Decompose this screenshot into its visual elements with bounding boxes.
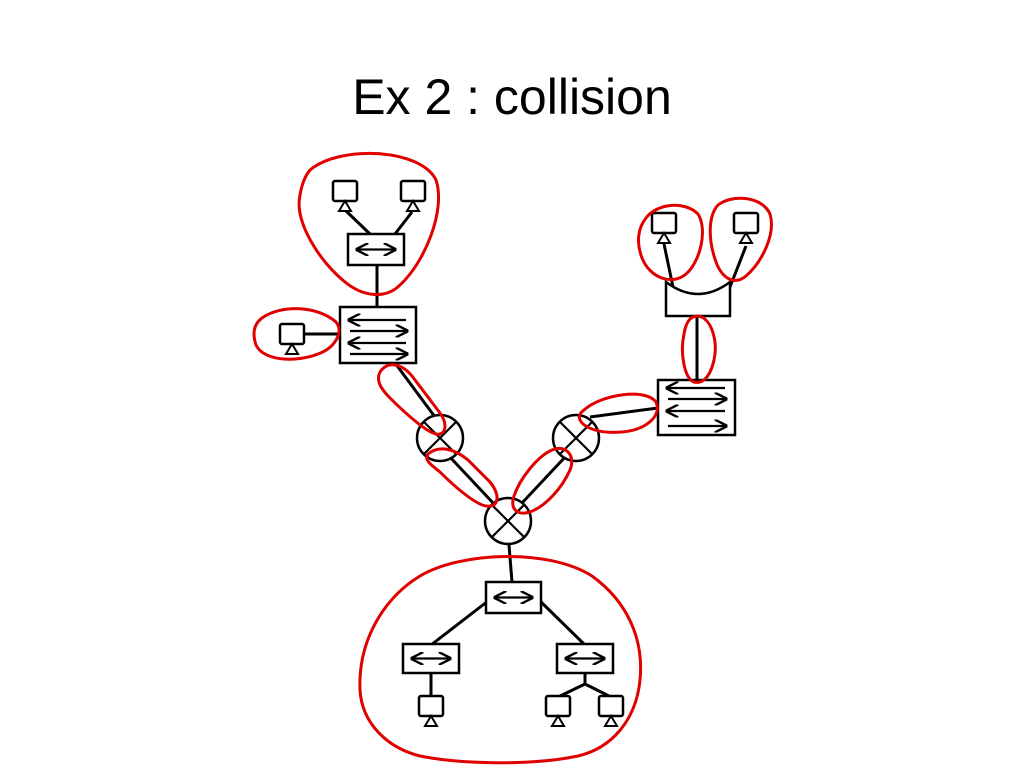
circle-cross-icon: [415, 413, 465, 463]
router-left: [415, 413, 465, 463]
hub-icon: [664, 279, 732, 318]
link-router-center-bridge-bottom: [507, 544, 514, 583]
bridge-bottom-right: [555, 642, 615, 675]
computer-terminal-icon: [278, 322, 306, 355]
circle-cross-icon: [483, 496, 533, 546]
host-tl2: [399, 179, 427, 212]
link-router-right-router-center: [520, 453, 569, 505]
bidirectional-arrow-box-icon: [484, 580, 543, 615]
collision-domain-router-right-center: [511, 447, 574, 515]
router-right: [551, 413, 601, 463]
link-router-right-switch-right: [589, 406, 659, 419]
computer-terminal-icon: [399, 179, 427, 212]
collision-domain-host-tr2: [708, 196, 773, 282]
computer-terminal-icon: [331, 179, 359, 212]
host-tl1: [331, 179, 359, 212]
host-left: [278, 322, 306, 355]
bidirectional-arrow-box-icon: [401, 642, 461, 675]
collision-domain-switch-router-left: [376, 363, 447, 436]
host-tr1: [650, 211, 678, 244]
circle-cross-icon: [551, 413, 601, 463]
router-center: [483, 496, 533, 546]
collision-domain-router-right-switch: [577, 392, 659, 434]
link-host-tl1-bridge: [343, 208, 372, 236]
link-host-tl2-bridge: [393, 211, 414, 235]
computer-terminal-icon: [597, 694, 625, 727]
collision-domain-left-host: [252, 307, 341, 361]
bidirectional-arrow-box-icon: [346, 232, 406, 267]
bridge-bottom-center: [484, 580, 543, 615]
collision-domain-host-tr1: [637, 203, 704, 281]
link-switch-left-router-left: [393, 362, 440, 422]
switch-right: [656, 378, 737, 437]
host-tr2: [732, 211, 760, 244]
computer-terminal-icon: [544, 694, 572, 727]
collision-domain-top-left: [297, 151, 441, 297]
host-b2: [597, 694, 625, 727]
collision-domain-outlines: [252, 151, 773, 765]
link-router-left-router-center: [446, 453, 497, 507]
network-links: [303, 208, 748, 699]
multi-arrow-box-icon: [656, 378, 737, 437]
link-bridge-bottom-bridge-br: [538, 599, 587, 647]
collision-domain-router-left-center: [425, 447, 499, 508]
collision-domain-bottom: [358, 555, 643, 765]
link-bridge-bottom-bridge-bl: [430, 599, 489, 647]
computer-terminal-icon: [417, 694, 445, 727]
bridge-top-left: [346, 232, 406, 267]
host-b1: [544, 694, 572, 727]
host-bl: [417, 694, 445, 727]
hub-top-right: [664, 279, 732, 318]
computer-terminal-icon: [732, 211, 760, 244]
switch-left: [338, 305, 418, 365]
computer-terminal-icon: [650, 211, 678, 244]
slide-title: Ex 2 : collision: [352, 69, 672, 125]
bidirectional-arrow-box-icon: [555, 642, 615, 675]
bridge-bottom-left: [401, 642, 461, 675]
collision-domain-hub-switch: [680, 314, 717, 384]
multi-arrow-box-icon: [338, 305, 418, 365]
